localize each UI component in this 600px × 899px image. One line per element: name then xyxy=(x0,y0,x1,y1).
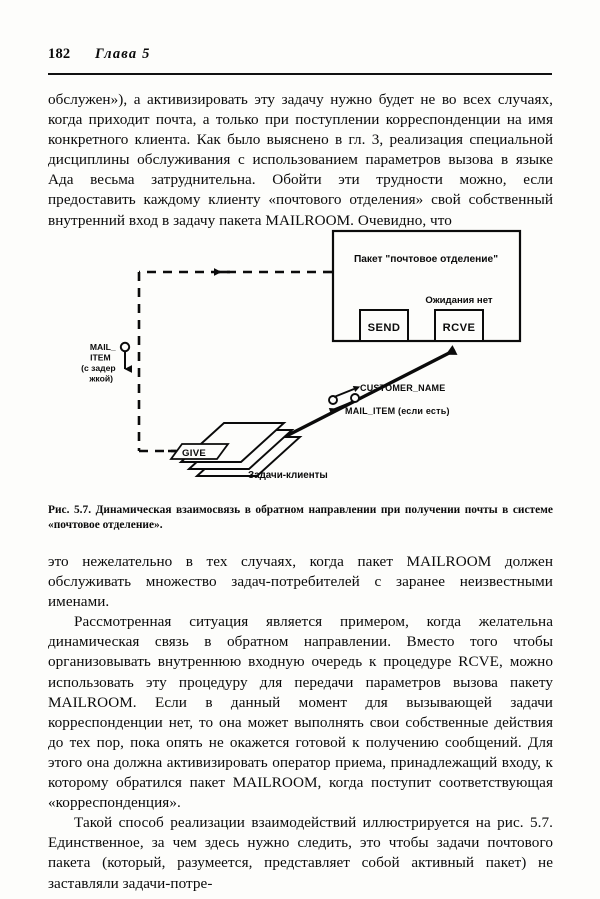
give-entry-label: GIVE xyxy=(182,448,206,459)
signal-in-label: MAIL_ITEM (если есть) xyxy=(345,406,450,416)
signal-in-circle xyxy=(350,393,360,403)
rcve-box-label: RCVE xyxy=(443,322,476,334)
rcve-box xyxy=(434,309,484,342)
figure-caption: Рис. 5.7. Динамическая взаимосвязь в обр… xyxy=(48,504,553,532)
client-task-stack xyxy=(178,422,303,477)
paragraph: это нежелательно в тех случаях, когда па… xyxy=(48,553,553,611)
header-rule xyxy=(48,73,552,75)
send-box xyxy=(359,309,409,342)
signal-in-arrow xyxy=(328,401,353,414)
signal-out-circle xyxy=(328,395,338,405)
paragraph: обслужен»), а активизировать эту задачу … xyxy=(48,91,553,229)
page-header: 182 Глава 5 xyxy=(48,46,552,68)
package-title: Пакет "почтовое отделение" xyxy=(354,254,498,265)
paragraph: Такой способ реализации взаимодействий и… xyxy=(48,814,553,892)
entry-port-circle xyxy=(119,341,131,353)
signal-out-arrow xyxy=(333,386,361,398)
client-tasks-label: Задачи-клиенты xyxy=(248,470,328,481)
page-number: 182 xyxy=(48,46,71,62)
package-box xyxy=(331,229,522,343)
give-entry-box xyxy=(169,443,230,460)
body-text-top: обслужен»), а активизировать эту задачу … xyxy=(48,90,553,231)
client-to-rcve-connector xyxy=(254,345,458,454)
chapter-title: Глава 5 xyxy=(95,46,151,62)
body-text-bottom: это нежелательно в тех случаях, когда па… xyxy=(48,552,553,894)
entry-port-label: MAIL_ ITEM (с задер жкой) xyxy=(81,342,118,384)
no-wait-label: Ожидания нет xyxy=(425,295,493,306)
send-box-label: SEND xyxy=(368,322,401,334)
paragraph: Рассмотренная ситуация является примером… xyxy=(48,613,553,812)
signal-out-label: CUSTOMER_NAME xyxy=(360,383,445,393)
